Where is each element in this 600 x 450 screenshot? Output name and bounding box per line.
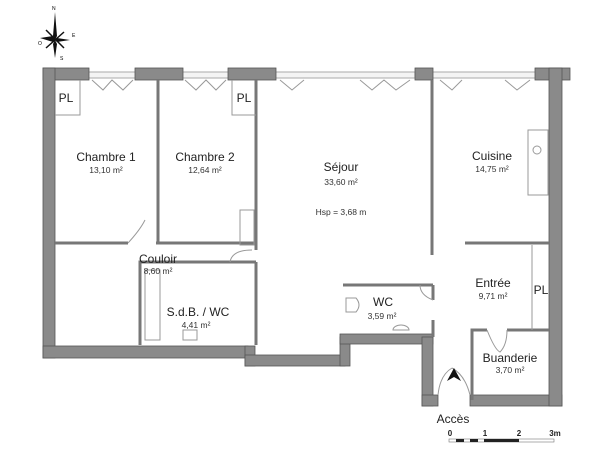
room-name-wc: WC xyxy=(373,295,393,309)
room-area-buanderie: 3,70 m² xyxy=(496,365,525,375)
compass-south: S xyxy=(60,56,64,62)
room-name-cuisine: Cuisine xyxy=(472,149,512,163)
access-arrow-icon xyxy=(447,368,461,381)
compass-rose-icon: N E S O xyxy=(38,6,76,62)
room-area-wc: 3,59 m² xyxy=(368,311,397,321)
room-name-buanderie: Buanderie xyxy=(483,351,538,365)
scale-bar: 0 1 2 3m xyxy=(448,429,561,443)
room-area-chambre1: 13,10 m² xyxy=(89,165,123,175)
access-label: Accès xyxy=(437,412,470,426)
compass-north: N xyxy=(52,6,56,12)
closet-label: PL xyxy=(237,91,252,105)
room-name-sejour: Séjour xyxy=(324,160,359,174)
room-area-chambre2: 12,64 m² xyxy=(188,165,222,175)
room-area-cuisine: 14,75 m² xyxy=(475,164,509,174)
compass-west: O xyxy=(38,41,42,47)
room-name-sdb: S.d.B. / WC xyxy=(167,305,230,319)
room-height-sejour: Hsp = 3,68 m xyxy=(316,207,367,217)
interior-walls xyxy=(55,80,549,400)
room-area-entree: 9,71 m² xyxy=(479,291,508,301)
closet-label: PL xyxy=(59,91,74,105)
scale-tick: 0 xyxy=(448,429,453,438)
room-area-couloir: 8,60 m² xyxy=(144,266,173,276)
room-name-chambre2: Chambre 2 xyxy=(175,150,235,164)
room-area-sejour: 33,60 m² xyxy=(324,177,358,187)
room-name-chambre1: Chambre 1 xyxy=(76,150,136,164)
room-name-entree: Entrée xyxy=(475,276,511,290)
room-name-couloir: Couloir xyxy=(139,252,177,266)
compass-east: E xyxy=(72,33,76,39)
scale-tick: 3m xyxy=(549,429,561,438)
closet-label: PL xyxy=(534,283,549,297)
outer-walls xyxy=(42,67,571,407)
room-area-sdb: 4,41 m² xyxy=(182,320,211,330)
scale-tick: 1 xyxy=(483,429,488,438)
scale-tick: 2 xyxy=(517,429,522,438)
